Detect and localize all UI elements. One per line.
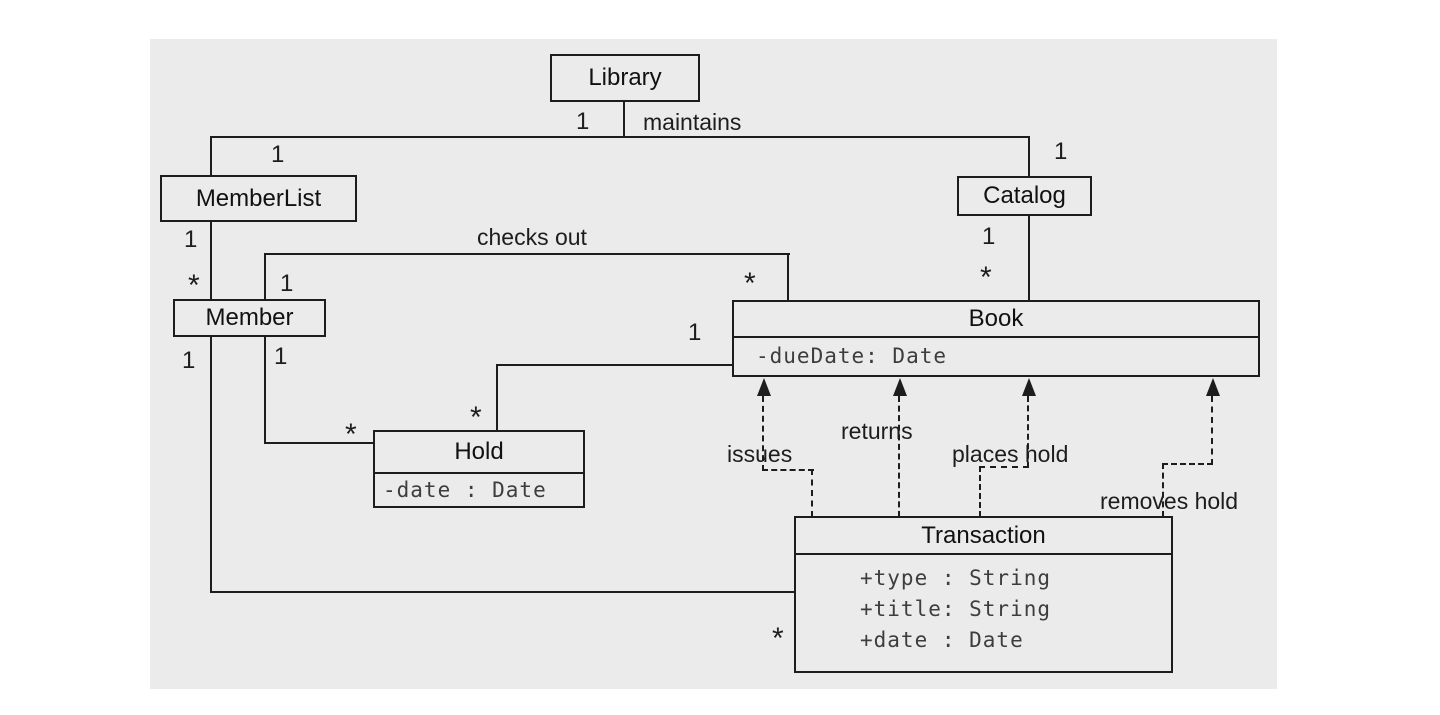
class-catalog: Catalog	[957, 176, 1092, 216]
assoc-checksout-member-vline	[264, 253, 266, 301]
dep-issues-arrowhead-icon	[757, 378, 771, 396]
dep-removeshold-arrowhead-icon	[1206, 378, 1220, 396]
dep-placeshold-vline-lower	[979, 466, 981, 517]
mult-catalog-contains: 1	[982, 223, 996, 250]
assoc-memberlist-stub	[210, 136, 212, 177]
class-hold-compartment-divider	[375, 472, 583, 474]
mult-hold-of-member: *	[345, 418, 357, 451]
mult-member-transactions: 1	[182, 347, 196, 374]
class-book-compartment-divider	[734, 336, 1258, 338]
class-hold: Hold -date : Date	[373, 430, 585, 508]
mult-memberlist-maintains: 1	[271, 141, 285, 168]
class-transaction-compartment-divider	[796, 553, 1171, 555]
mult-transaction-of-member: *	[772, 622, 784, 655]
dep-removeshold-hline	[1162, 463, 1213, 465]
class-hold-attribute: -date : Date	[383, 478, 547, 502]
assoc-catalog-stub	[1028, 136, 1030, 178]
label-places-hold: places hold	[952, 441, 1069, 467]
label-maintains: maintains	[643, 109, 742, 135]
class-transaction-attribute-title: +title: String	[860, 597, 1052, 621]
class-member-name: Member	[205, 304, 294, 331]
class-book-name: Book	[968, 305, 1024, 332]
class-library-name: Library	[588, 64, 662, 91]
dep-returns-arrowhead-icon	[893, 378, 907, 396]
mult-library-maintains: 1	[576, 108, 590, 135]
dep-issues-hline	[762, 469, 814, 471]
mult-member-contains: *	[188, 269, 200, 302]
class-transaction-attribute-type: +type : String	[860, 566, 1052, 590]
assoc-memberlist-member-vline	[210, 220, 212, 300]
assoc-checksout-book-vline	[787, 253, 789, 302]
class-book: Book -dueDate: Date	[732, 300, 1260, 377]
mult-book-in-catalog: *	[980, 261, 992, 294]
dep-placeshold-hline	[979, 466, 1029, 468]
assoc-checksout-hline	[264, 253, 790, 255]
class-library: Library	[550, 54, 700, 102]
label-checks-out: checks out	[477, 224, 587, 250]
mult-hold-on-book: *	[470, 401, 482, 434]
mult-catalog-maintains: 1	[1054, 138, 1068, 165]
assoc-hold-book-hline	[496, 364, 733, 366]
dep-removeshold-vline-upper	[1211, 396, 1213, 465]
mult-member-checks-out: 1	[280, 270, 294, 297]
dep-issues-vline-upper	[762, 396, 764, 471]
class-hold-name: Hold	[454, 438, 504, 465]
assoc-member-hold-vline	[264, 335, 266, 444]
assoc-hold-book-vline	[496, 364, 498, 432]
dep-issues-vline-lower	[811, 469, 813, 517]
assoc-member-transaction-hline	[210, 591, 795, 593]
dep-placeshold-vline-upper	[1027, 396, 1029, 468]
class-memberlist-name: MemberList	[195, 184, 322, 212]
mult-memberlist-contains: 1	[184, 226, 198, 253]
assoc-maintains-hline	[210, 136, 1030, 138]
class-transaction-attribute-date: +date : Date	[860, 628, 1024, 652]
mult-book-checks-out: *	[744, 267, 756, 300]
dep-removeshold-vline-lower	[1162, 463, 1164, 517]
assoc-member-hold-hline	[264, 442, 374, 444]
label-removes-hold: removes hold	[1100, 488, 1239, 514]
assoc-catalog-book-vline	[1028, 214, 1030, 302]
dep-returns-vline	[898, 396, 900, 517]
mult-member-holds: 1	[274, 343, 288, 370]
assoc-library-stub	[623, 102, 625, 138]
label-issues: issues	[727, 441, 793, 467]
class-catalog-name: Catalog	[983, 182, 1066, 209]
class-transaction: Transaction +type : String +title: Strin…	[794, 516, 1173, 673]
label-returns: returns	[841, 418, 913, 444]
class-memberlist: MemberList	[160, 175, 357, 222]
assoc-member-transaction-vline	[210, 335, 212, 593]
mult-book-of-hold: 1	[688, 319, 702, 346]
class-member: Member	[173, 299, 326, 337]
dep-placeshold-arrowhead-icon	[1022, 378, 1036, 396]
class-book-attribute: -dueDate: Date	[756, 344, 948, 368]
class-transaction-name: Transaction	[921, 521, 1046, 549]
